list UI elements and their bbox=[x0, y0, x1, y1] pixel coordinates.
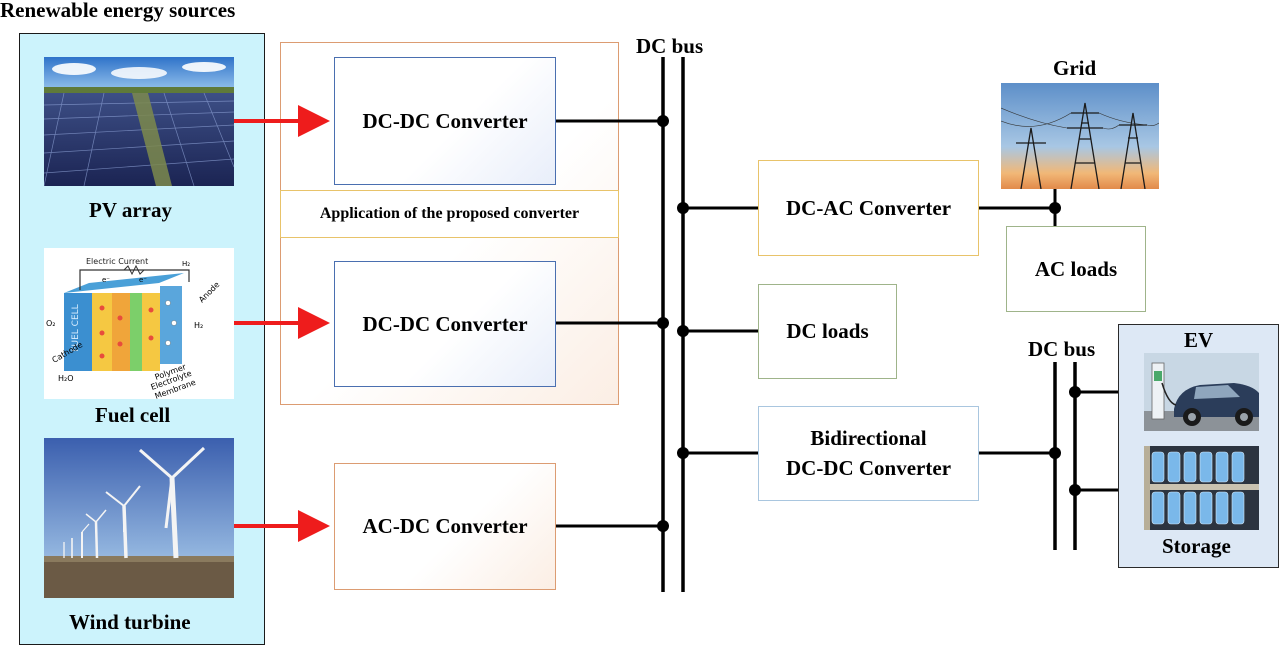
pv-array-image bbox=[44, 57, 234, 186]
svg-text:H₂: H₂ bbox=[182, 260, 190, 268]
svg-text:FUEL CELL: FUEL CELL bbox=[71, 304, 81, 351]
fc-electric-current-label: Electric Current bbox=[86, 257, 148, 266]
dc-bus-main-label: DC bus bbox=[636, 34, 704, 58]
svg-text:H₂O: H₂O bbox=[58, 374, 74, 383]
wind-turbine-image bbox=[44, 438, 234, 598]
wind-turbine-label: Wind turbine bbox=[69, 610, 191, 634]
dc-dc-converter-1-label: DC-DC Converter bbox=[362, 108, 528, 133]
junction-dcdc1 bbox=[657, 115, 669, 127]
diagram-title: Renewable energy sources bbox=[0, 0, 236, 22]
storage-image bbox=[1144, 446, 1259, 530]
dc-bus-secondary-label: DC bus bbox=[1028, 337, 1096, 361]
ac-loads-box: AC loads bbox=[1006, 226, 1146, 312]
dc-dc-converter-1: DC-DC Converter bbox=[334, 57, 556, 185]
bidirectional-label-line2: DC-DC Converter bbox=[785, 455, 952, 480]
junction-dcdc2 bbox=[657, 317, 669, 329]
grid-label: Grid bbox=[1053, 56, 1097, 80]
bidirectional-label-line1: Bidirectional bbox=[810, 426, 927, 451]
junction-bidirectional bbox=[677, 447, 689, 459]
storage-label: Storage bbox=[1162, 534, 1231, 558]
junction-acdc bbox=[657, 520, 669, 532]
dc-dc-converter-2: DC-DC Converter bbox=[334, 261, 556, 387]
bidirectional-converter: Bidirectional DC-DC Converter bbox=[758, 406, 979, 501]
junction-bus2-ev bbox=[1069, 386, 1081, 398]
fuel-cell-label: Fuel cell bbox=[95, 403, 171, 427]
fuel-cell-image: FUEL CELL Electric Current e⁻ e⁻ H₂ H₂ O… bbox=[44, 248, 234, 399]
ev-image bbox=[1144, 353, 1259, 431]
junction-dcloads bbox=[677, 325, 689, 337]
dc-ac-converter-label: DC-AC Converter bbox=[785, 195, 952, 220]
application-label: Application of the proposed converter bbox=[319, 205, 580, 222]
svg-text:e⁻: e⁻ bbox=[102, 276, 110, 284]
svg-text:e⁻: e⁻ bbox=[139, 276, 147, 284]
junction-bus2-storage bbox=[1069, 484, 1081, 496]
grid-image bbox=[1001, 83, 1159, 189]
junction-dcac bbox=[677, 202, 689, 214]
dc-loads-label: DC loads bbox=[786, 319, 869, 343]
junction-grid bbox=[1049, 202, 1061, 214]
ac-dc-converter-label: AC-DC Converter bbox=[362, 514, 528, 538]
dc-loads-box: DC loads bbox=[758, 284, 897, 379]
ac-dc-converter: AC-DC Converter bbox=[334, 463, 556, 590]
dc-ac-converter: DC-AC Converter bbox=[758, 160, 979, 256]
pv-array-label: PV array bbox=[89, 198, 173, 222]
dc-dc-converter-2-label: DC-DC Converter bbox=[362, 311, 528, 336]
svg-text:H₂: H₂ bbox=[194, 321, 203, 330]
ev-label: EV bbox=[1184, 328, 1214, 352]
application-label-box: Application of the proposed converter bbox=[280, 190, 619, 238]
svg-text:O₂: O₂ bbox=[46, 319, 56, 328]
ac-loads-label: AC loads bbox=[1034, 256, 1118, 281]
junction-bus2-bidirectional bbox=[1049, 447, 1061, 459]
